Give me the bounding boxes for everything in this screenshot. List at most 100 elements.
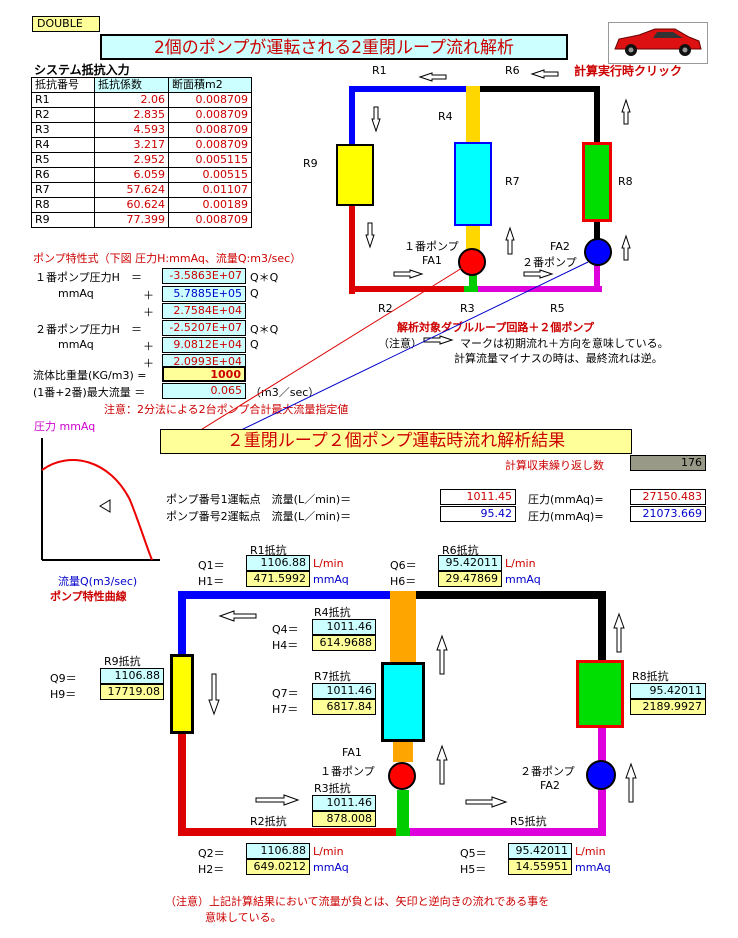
q7-value: 1011.46: [312, 683, 376, 699]
pump1-coef-b-input[interactable]: 5.7885E+05: [162, 286, 246, 302]
pump-b-fa2[interactable]: [586, 760, 616, 790]
arrow-up-icon: [436, 634, 448, 675]
leader-line-blue: [239, 261, 589, 430]
arrow-right-icon: [523, 269, 554, 279]
arrow-down-icon: [371, 106, 381, 133]
resistance-area[interactable]: 0.008709: [168, 107, 252, 123]
max-flow-input[interactable]: 0.065: [162, 383, 246, 399]
pump2-coef-a-input[interactable]: -2.5207E+07: [162, 320, 246, 336]
q1-value: 1106.88: [246, 555, 310, 571]
arrow-down-icon: [208, 673, 220, 716]
iteration-value: 176: [630, 455, 706, 471]
pump2-id: FA2: [550, 240, 570, 253]
h1-unit: mmAq: [313, 573, 349, 586]
op2-label: ポンプ番号2運転点 流量(L／min)＝: [166, 510, 352, 523]
op2-pressure-label: 圧力(mmAq)=: [528, 510, 604, 523]
label-b-r4: R4抵抗: [314, 606, 351, 619]
pump1-id: FA1: [422, 254, 442, 267]
pipe-b-r6-top: [414, 591, 606, 599]
resistance-coefficient[interactable]: 57.624: [94, 182, 169, 198]
pipe-b-center-upper: [390, 591, 416, 663]
h1-value: 471.5992: [246, 571, 310, 587]
pipe-center-upper: [466, 86, 480, 142]
resistor-r7: [454, 142, 492, 226]
arrow-right-icon: [393, 269, 424, 279]
resistor-r8: [582, 142, 612, 222]
q6-unit: L/min: [505, 557, 536, 570]
q1-unit: L/min: [313, 557, 344, 570]
page-title: 2個のポンプが運転される2重閉ループ流れ解析: [100, 34, 568, 60]
arrow-left-icon: [530, 69, 559, 79]
resistor-b-r7: [381, 662, 425, 742]
resistance-coefficient[interactable]: 2.952: [94, 152, 169, 168]
op1-pressure-label: 圧力(mmAq)=: [528, 493, 604, 506]
pump-curve-line: [41, 459, 153, 561]
resistance-coefficient[interactable]: 2.835: [94, 107, 169, 123]
car-icon: [614, 28, 702, 56]
resistance-coefficient[interactable]: 77.399: [94, 212, 169, 228]
curve-x-label: 流量Q(m3/sec): [58, 575, 138, 588]
pump1-coef-a-input[interactable]: -3.5863E+07: [162, 268, 246, 284]
resistance-area[interactable]: 0.008709: [168, 212, 252, 228]
pump2-coef-b-input[interactable]: 9.0812E+04: [162, 337, 246, 353]
resistance-area[interactable]: 0.008709: [168, 122, 252, 138]
max-flow-note: 注意：2分法による2台ポンプ合計最大流量指定値: [104, 403, 349, 416]
q2-unit: L/min: [313, 845, 344, 858]
resistance-coefficient[interactable]: 60.624: [94, 197, 169, 213]
arrow-down-icon: [365, 222, 375, 249]
op1-flow-value: 1011.45: [440, 489, 516, 505]
pump-fa2[interactable]: [584, 238, 612, 266]
h4-value: 614.9688: [312, 635, 376, 651]
arrow-right-icon: [255, 794, 300, 806]
footer-note-line-1: （注意）上記計算結果において流量が負とは、矢印と逆向きの流れである事を: [165, 895, 550, 908]
curve-caption: ポンプ特性曲線: [50, 590, 127, 603]
footer-note-line-2: 意味している。: [205, 911, 282, 924]
max-flow-unit: （m3／sec）: [250, 386, 320, 399]
resistance-coefficient[interactable]: 6.059: [94, 167, 169, 183]
h6-unit: mmAq: [505, 573, 541, 586]
pipe-b-r1-top: [178, 591, 392, 599]
arrow-up-icon: [613, 612, 625, 653]
pump1-coef-c-input[interactable]: 2.7584E+04: [162, 303, 246, 319]
pipe-b-left-lower: [178, 716, 186, 836]
pump2-unit-label: mmAq: [58, 338, 94, 351]
resistance-coefficient[interactable]: 4.593: [94, 122, 169, 138]
density-input[interactable]: 1000: [162, 366, 246, 382]
resistor-b-r8: [576, 660, 624, 728]
label-b-r7: R7抵抗: [314, 670, 351, 683]
pipe-r5-bottom: [478, 286, 602, 292]
table-header-row: 抵抗番号 抵抗係数 断面積m2: [31, 77, 252, 93]
top-arrows: [199, 69, 631, 430]
q1-label: Q1＝: [198, 559, 225, 572]
h5-value: 14.55951: [508, 859, 572, 875]
b-pump2-label: ２番ポンプ: [520, 765, 575, 778]
pump-fa1[interactable]: [458, 248, 486, 276]
pipe-right-upper: [594, 86, 600, 146]
q8-value: 95.42011: [630, 683, 706, 699]
op1-pressure-value: 27150.483: [630, 489, 706, 505]
resistor-r9: [336, 144, 374, 206]
pump-b-fa1[interactable]: [388, 762, 416, 790]
resistor-b-r9: [170, 654, 194, 734]
plus-sign: ＋: [143, 340, 154, 353]
pump-char-title: ポンプ特性式（下図 圧力H:mmAq、流量Q:m3/sec）: [33, 252, 302, 265]
q5-unit: L/min: [575, 845, 606, 858]
q4-label: Q4＝: [272, 623, 299, 636]
label-r6: R6: [505, 64, 520, 77]
arrow-right-icon: [465, 796, 508, 808]
label-b-r1: R1抵抗: [250, 544, 287, 557]
label-b-r5: R5抵抗: [510, 815, 547, 828]
arrow-up-icon: [505, 226, 515, 255]
pump2-pressure-label: ２番ポンプ圧力H ＝: [35, 323, 142, 336]
pipe-b-r5-bottom: [410, 828, 606, 836]
density-label: 流体比重量(KG/m3) =: [33, 369, 147, 382]
run-button[interactable]: [608, 22, 708, 64]
iteration-label: 計算収束繰り返し数: [505, 459, 604, 472]
h4-label: H4＝: [272, 639, 299, 652]
h1-label: H1＝: [198, 575, 225, 588]
op1-label: ポンプ番号1運転点 流量(L／min)＝: [166, 493, 352, 506]
